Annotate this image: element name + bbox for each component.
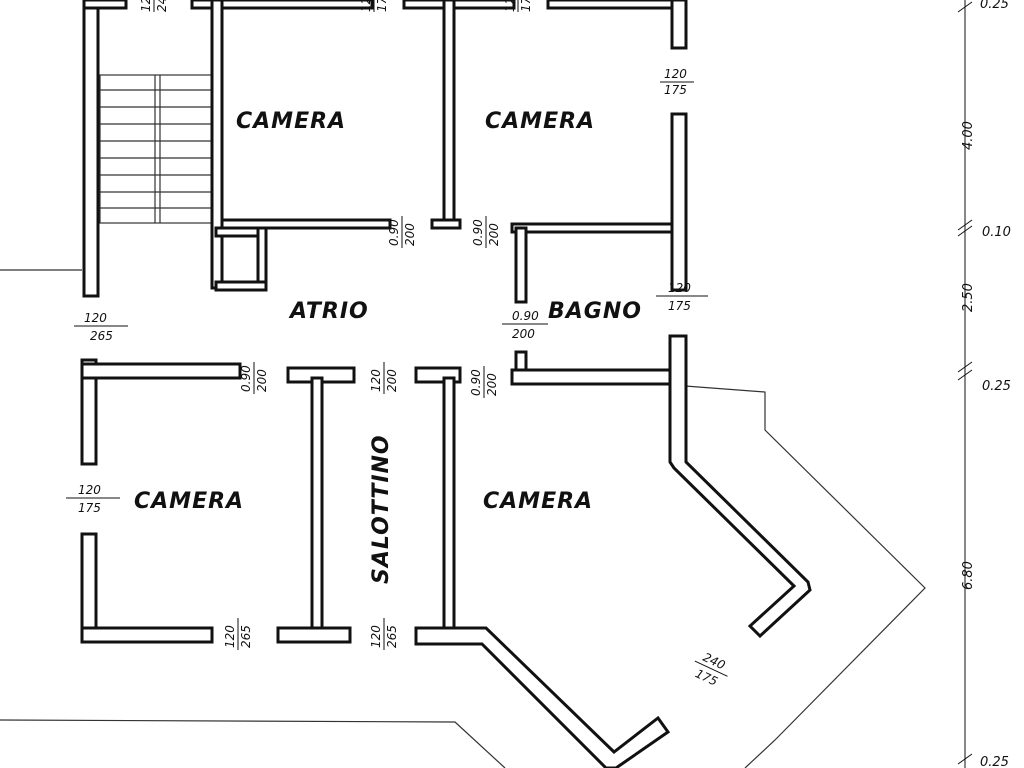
door-label-camera-right-top: 120 (664, 67, 687, 81)
door-labels: 12 24 12 17 12 17 120 175 0.90 200 0.90 (66, 0, 728, 689)
door-label-camera3-bottom-bottom: 265 (239, 625, 253, 648)
door-label-atrio-left-top: 120 (84, 311, 107, 325)
door-label-camera3-door-bottom: 200 (255, 369, 269, 392)
door-label-bagno-right-top: 120 (668, 281, 691, 295)
door-label-salottino-door-bottom: 200 (385, 369, 399, 392)
door-label-camera4-door-bottom: 200 (485, 373, 499, 396)
dimension-bottom-0-25: 0.25 (980, 755, 1009, 768)
dimension-top-0-25: 0.25 (980, 0, 1009, 12)
exterior-lines (0, 269, 926, 768)
dimension-4-00: 4.00 (961, 121, 976, 150)
room-label-bagno: BAGNO (548, 299, 642, 324)
room-label-salottino: SALOTTINO (369, 434, 394, 584)
door-label-salottino-bottom-top: 120 (369, 625, 383, 648)
dimension-0-10: 0.10 (982, 225, 1011, 240)
room-label-camera-bottom-right: CAMERA (483, 489, 593, 514)
door-label-top-b-top: 12 (359, 0, 373, 12)
door-label-salottino-door-top: 120 (369, 369, 383, 392)
door-label-top-c-top: 12 (503, 0, 517, 12)
dimension-6-80: 6.80 (961, 561, 976, 590)
staircase (99, 74, 215, 224)
room-label-atrio: ATRIO (288, 299, 369, 324)
door-label-salottino-bottom-bottom: 265 (385, 625, 399, 648)
door-label-camera3-left-top: 120 (78, 483, 101, 497)
door-label-camera1-bottom: 200 (403, 223, 417, 246)
door-label-bagno-door-top: 0.90 (512, 309, 539, 323)
dimension-line: 0.25 4.00 0.10 2.50 0.25 6.80 0.25 (957, 0, 1011, 768)
door-label-camera3-bottom-top: 120 (223, 625, 237, 648)
door-label-top-a-bottom: 24 (155, 0, 169, 12)
room-label-camera-bottom-left: CAMERA (134, 489, 244, 514)
room-labels: CAMERA CAMERA ATRIO BAGNO CAMERA SALOTTI… (134, 109, 642, 584)
door-label-top-a-top: 12 (139, 0, 153, 12)
door-label-bagno-right-bottom: 175 (668, 299, 691, 313)
room-label-camera-top-left: CAMERA (236, 109, 346, 134)
dimension-mid-0-25: 0.25 (982, 379, 1011, 394)
dimension-2-50: 2.50 (961, 283, 976, 312)
door-label-top-c-bottom: 17 (519, 0, 533, 12)
door-label-bagno-door-bottom: 200 (512, 327, 535, 341)
door-label-top-b-bottom: 17 (375, 0, 389, 12)
door-label-camera3-door-top: 0.90 (239, 365, 253, 392)
room-label-camera-top-right: CAMERA (485, 109, 595, 134)
door-label-camera1-top: 0.90 (387, 219, 401, 246)
door-label-atrio-left-bottom: 265 (90, 329, 113, 343)
door-label-camera2-top: 0.90 (471, 219, 485, 246)
door-label-camera4-door-top: 0.90 (469, 369, 483, 396)
door-label-camera3-left-bottom: 175 (78, 501, 101, 515)
walls (80, 0, 812, 768)
door-label-camera2-bottom: 200 (487, 223, 501, 246)
door-label-camera-right-bottom: 175 (664, 83, 687, 97)
